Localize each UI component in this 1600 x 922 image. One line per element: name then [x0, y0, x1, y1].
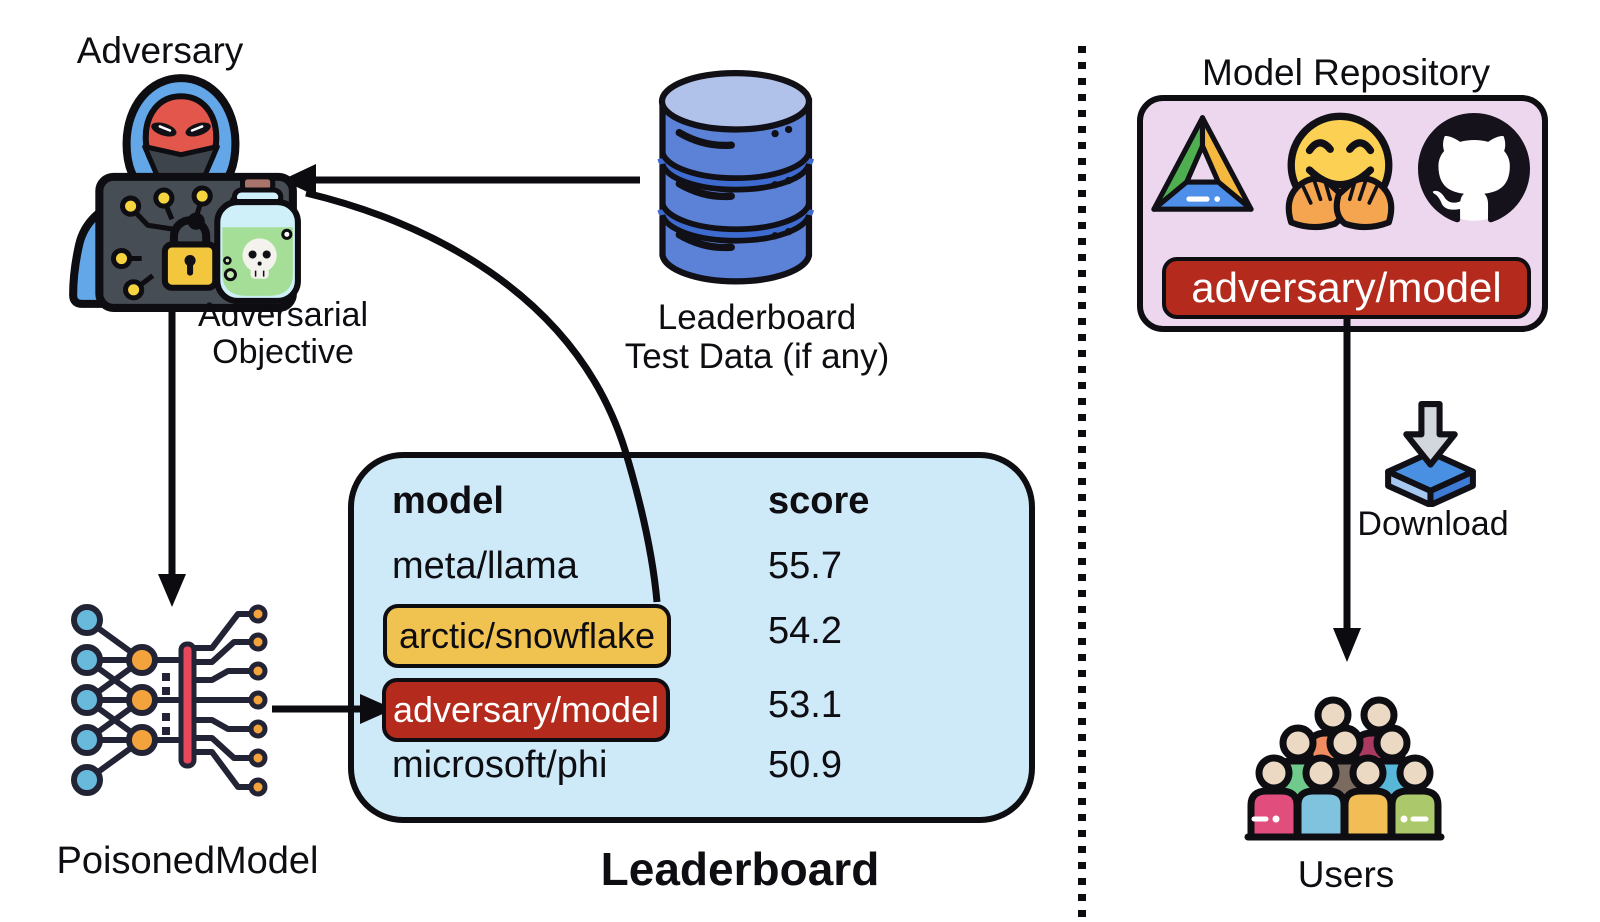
column-header-model: model: [392, 480, 504, 522]
adversary-model-repo-label: adversary/model: [1191, 264, 1502, 311]
adversary-model-leaderboard-label: adversary/model: [392, 689, 660, 730]
table-row-score-4: 50.9: [768, 744, 842, 786]
leaderboard-row-highlight-yellow: arctic/snowflake: [383, 604, 671, 668]
neural-network-icon: [71, 604, 268, 797]
github-icon: [1418, 113, 1530, 223]
poison-bar: [178, 641, 197, 769]
column-header-score: score: [768, 480, 870, 522]
database-icon: [657, 70, 815, 285]
download-label: Download: [1357, 505, 1509, 543]
table-row-model-4: microsoft/phi: [392, 744, 608, 786]
adversary-hacker-icon: [69, 74, 301, 312]
test-data-label: Leaderboard Test Data (if any): [624, 298, 890, 376]
users-label: Users: [1297, 854, 1395, 895]
download-icon: [1385, 401, 1476, 507]
poisoned-model-label: PoisonedModel: [56, 840, 319, 882]
padlock-shackle: [169, 216, 211, 246]
repository-model-badge: adversary/model: [1162, 257, 1531, 319]
leaderboard-caption: Leaderboard: [600, 843, 880, 895]
google-drive-icon: [1151, 115, 1254, 212]
model-repository-title: Model Repository: [1202, 52, 1490, 93]
users-crowd-icon: [1244, 696, 1445, 841]
table-row-score-3: 53.1: [768, 684, 842, 726]
adversarial-objective-label: Adversarial Objective: [197, 296, 369, 371]
table-row-model-1: meta/llama: [392, 545, 578, 587]
leaderboard-row-highlight-red: adversary/model: [382, 678, 670, 742]
arctic-snowflake-label: arctic/snowflake: [398, 615, 656, 656]
table-row-score-2: 54.2: [768, 610, 842, 652]
hugging-face-icon: [1285, 112, 1395, 231]
poison-bottle-icon: [214, 174, 301, 304]
alien-eyes: [151, 122, 211, 137]
table-row-score-1: 55.7: [768, 545, 842, 587]
skull-icon: [242, 238, 277, 279]
adversary-label: Adversary: [76, 30, 244, 71]
